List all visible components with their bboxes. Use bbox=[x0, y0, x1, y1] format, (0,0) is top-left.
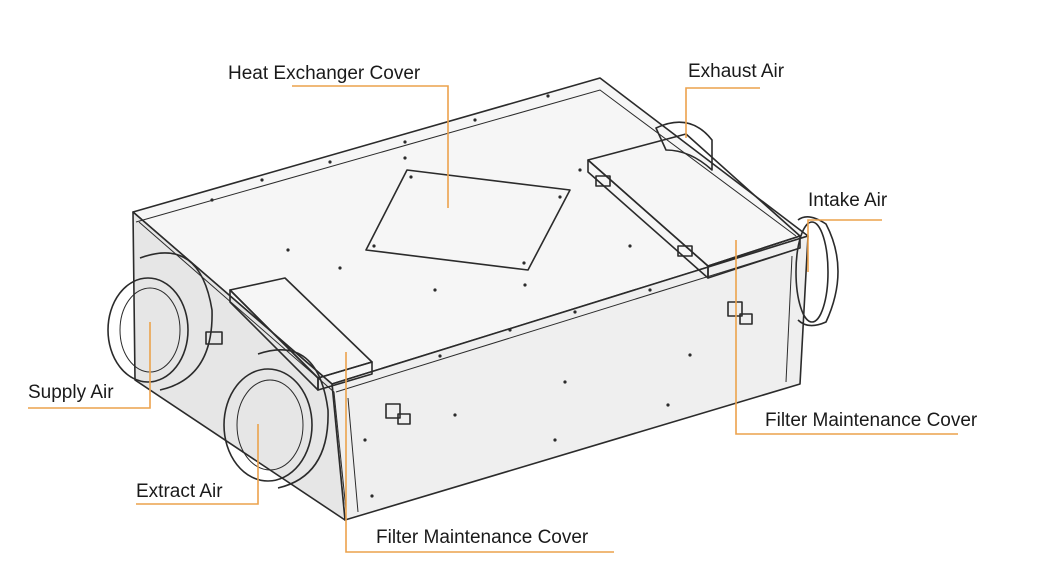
leader-extract-air bbox=[136, 424, 259, 505]
label-filter-maintenance-cover-bottom: Filter Maintenance Cover bbox=[376, 527, 589, 548]
leader-heat-exchanger-cover bbox=[292, 85, 449, 208]
leader-intake-air bbox=[807, 219, 882, 272]
leader-lines bbox=[28, 85, 958, 553]
label-filter-maintenance-cover-right: Filter Maintenance Cover bbox=[765, 410, 978, 431]
intake-duct bbox=[795, 216, 839, 327]
mounting-bracket-right bbox=[727, 301, 753, 325]
leader-filter-cover-right bbox=[735, 240, 958, 435]
label-extract-air: Extract Air bbox=[136, 481, 223, 502]
label-intake-air: Intake Air bbox=[808, 190, 888, 211]
leader-supply-air bbox=[28, 322, 151, 409]
rivets bbox=[210, 94, 692, 498]
label-exhaust-air: Exhaust Air bbox=[688, 61, 785, 82]
heat-exchanger-cover bbox=[365, 169, 571, 271]
extract-air-duct bbox=[223, 349, 329, 489]
filter-maintenance-cover-top bbox=[587, 133, 801, 279]
callout-labels: Heat Exchanger Cover Exhaust Air Intake … bbox=[28, 61, 978, 548]
unit-body bbox=[132, 77, 809, 521]
leader-exhaust-air bbox=[685, 87, 760, 138]
leader-filter-cover-bottom bbox=[345, 352, 614, 553]
filter-maintenance-cover-front bbox=[229, 277, 373, 391]
label-heat-exchanger-cover: Heat Exchanger Cover bbox=[228, 63, 421, 84]
label-supply-air: Supply Air bbox=[28, 382, 114, 403]
exhaust-duct bbox=[655, 121, 713, 171]
mounting-bracket-left bbox=[385, 403, 411, 425]
supply-air-duct bbox=[107, 252, 223, 391]
